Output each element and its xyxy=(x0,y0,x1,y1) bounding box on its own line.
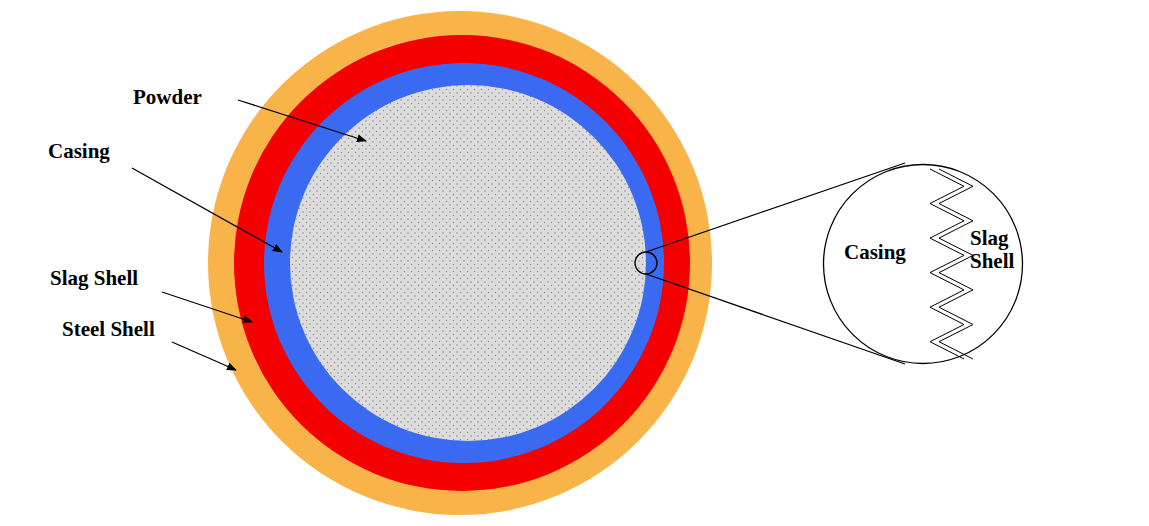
zoom-label: Casing xyxy=(844,241,924,264)
leader-arrow xyxy=(172,342,236,370)
powder xyxy=(290,85,646,441)
rough-interface xyxy=(939,169,973,359)
part-label: Casing xyxy=(48,140,110,163)
slag-shell xyxy=(234,35,690,491)
casing xyxy=(264,63,664,463)
part-label: Powder xyxy=(133,86,202,109)
part-label: Steel Shell xyxy=(62,318,155,341)
leader-arrow xyxy=(162,292,252,322)
magnified-view: CasingSlag Shell xyxy=(822,163,1024,365)
leader-arrow xyxy=(132,168,282,252)
steel-shell xyxy=(208,11,712,515)
zoom-label: Slag Shell xyxy=(970,227,1028,273)
leader-arrow xyxy=(238,100,366,141)
zoom-marker xyxy=(635,252,657,274)
part-label: Slag Shell xyxy=(50,267,138,290)
rough-interface xyxy=(930,169,964,359)
